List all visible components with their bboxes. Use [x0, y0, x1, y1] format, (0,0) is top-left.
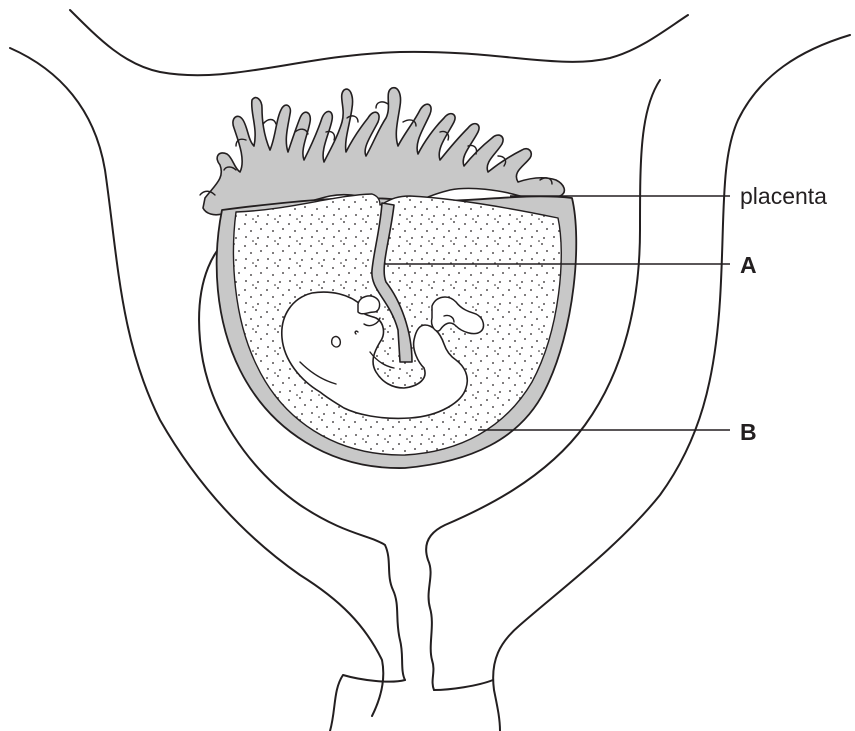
placenta-villi	[200, 88, 564, 215]
label-b: B	[740, 419, 757, 445]
placenta-label: placenta	[740, 183, 827, 209]
amniotic-membrane	[217, 194, 577, 468]
label-a: A	[740, 252, 757, 278]
